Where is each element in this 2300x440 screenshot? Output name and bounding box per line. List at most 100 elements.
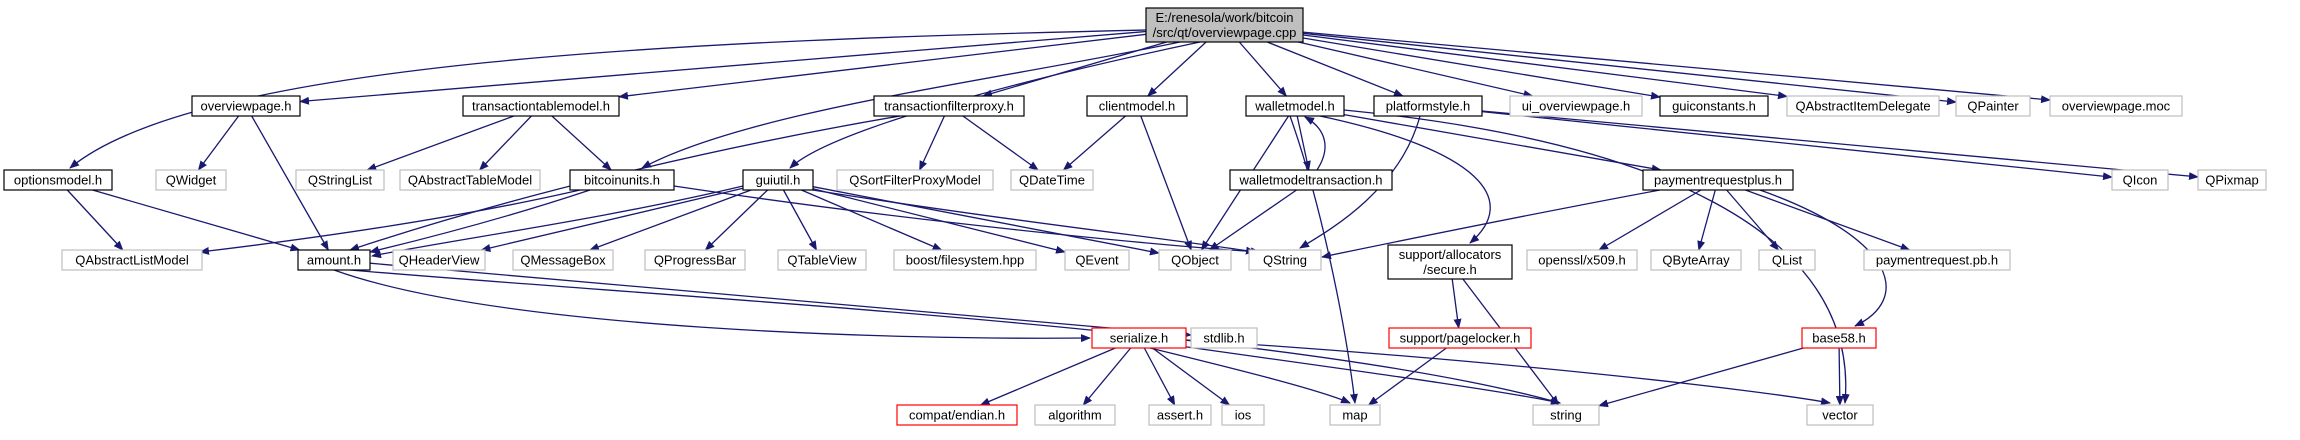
node-label: openssl/x509.h <box>1538 253 1625 268</box>
node-box <box>1329 404 1381 426</box>
edge-line <box>801 189 943 251</box>
node-serialize_h[interactable]: serialize.h <box>1091 327 1187 349</box>
edge-serialize_h-to-ios <box>1152 347 1231 406</box>
edge-transactionfilterproxy_h-to-QSortFilterProxyModel <box>919 115 945 171</box>
node-label: overviewpage.h <box>200 99 291 114</box>
node-QSortFilterProxyModel: QSortFilterProxyModel <box>836 169 994 191</box>
edge-line <box>782 189 818 251</box>
edge-root-to-QAbstractItemDelegate <box>1302 34 1788 100</box>
node-QObject: QObject <box>1158 249 1232 271</box>
node-overviewpage_h[interactable]: overviewpage.h <box>191 95 301 117</box>
edge-line <box>1319 115 1491 244</box>
node-label: QTableView <box>787 253 857 268</box>
node-optionsmodel_h[interactable]: optionsmodel.h <box>3 169 113 191</box>
edge-amount_h-to-string <box>349 269 1561 405</box>
node-box <box>1034 404 1116 426</box>
edge-guiutil_h-to-QObject <box>812 186 1160 256</box>
node-box <box>1532 404 1600 426</box>
edge-line <box>1726 189 1780 251</box>
node-label: guiconstants.h <box>1672 99 1756 114</box>
node-amount_h[interactable]: amount.h <box>297 249 371 271</box>
edge-paymentrequestplus_h-to-openssl_x509_h <box>1598 189 1702 251</box>
edge-line <box>704 189 769 251</box>
edge-platformstyle_h-to-QIcon <box>1481 110 2113 181</box>
node-QWidget: QWidget <box>155 169 227 191</box>
node-box <box>777 249 867 271</box>
node-label: platformstyle.h <box>1386 99 1471 114</box>
node-label: QPainter <box>1967 99 2019 114</box>
node-box <box>1387 244 1513 280</box>
node-base58_h[interactable]: base58.h <box>1801 327 1877 349</box>
node-walletmodel_h[interactable]: walletmodel.h <box>1245 95 1345 117</box>
edge-line <box>1208 189 1297 251</box>
edge-line <box>1598 189 1702 251</box>
node-box <box>1373 95 1483 117</box>
edge-guiutil_h-to-QEvent <box>812 188 1066 254</box>
edge-serialize_h-to-string <box>1179 345 1561 406</box>
node-transactionfilterproxy_h[interactable]: transactionfilterproxy.h <box>873 95 1025 117</box>
node-transactiontablemodel_h[interactable]: transactiontablemodel.h <box>462 95 620 117</box>
edge-line <box>480 187 744 252</box>
node-box <box>392 249 486 271</box>
node-box <box>1010 169 1094 191</box>
node-guiconstants_h[interactable]: guiconstants.h <box>1659 95 1769 117</box>
edge-serialize_h-to-assert_h <box>1143 347 1176 406</box>
node-box <box>896 404 1018 426</box>
node-QDateTime: QDateTime <box>1010 169 1094 191</box>
edge-line <box>962 115 1039 171</box>
node-label: vector <box>1822 408 1858 423</box>
edge-guiutil_h-to-QProgressBar <box>704 189 769 251</box>
edge-line <box>1367 347 1447 406</box>
node-guiutil_h[interactable]: guiutil.h <box>742 169 814 191</box>
node-box <box>1229 169 1393 191</box>
node-support_allocators_secure_h[interactable]: support/allocators/secure.h <box>1387 244 1513 280</box>
node-box <box>1509 95 1643 117</box>
node-label: transactiontablemodel.h <box>472 99 610 114</box>
edge-line <box>1140 115 1192 251</box>
node-bitcoinunits_h[interactable]: bitcoinunits.h <box>569 169 675 191</box>
edge-line <box>197 115 240 171</box>
edge-walletmodel_h-to-map <box>1289 115 1358 404</box>
edge-root-to-QPainter <box>1302 32 1957 106</box>
node-paymentrequestplus_h[interactable]: paymentrequestplus.h <box>1642 169 1794 191</box>
edge-line <box>1451 278 1462 329</box>
edge-line <box>919 115 945 171</box>
node-box <box>462 95 620 117</box>
edge-walletmodel_h-to-paymentrequestplus_h <box>1343 113 1662 173</box>
edge-line <box>812 188 1066 254</box>
edge-line <box>92 189 301 252</box>
edge-line <box>1289 115 1358 404</box>
node-box <box>297 249 371 271</box>
edge-line <box>1302 32 1957 106</box>
node-box <box>61 249 203 271</box>
node-QHeaderView: QHeaderView <box>392 249 486 271</box>
node-compat_endian_h[interactable]: compat/endian.h <box>896 404 1018 426</box>
node-box <box>1758 249 1816 271</box>
edge-line <box>1343 113 1662 173</box>
edge-transactiontablemodel_h-to-bitcoinunits_h <box>551 115 612 171</box>
node-paymentrequest_pb_h: paymentrequest.pb.h <box>1863 249 2011 271</box>
edge-line <box>812 186 1160 256</box>
node-platformstyle_h[interactable]: platformstyle.h <box>1373 95 1483 117</box>
node-label: QMessageBox <box>520 253 606 268</box>
node-label: QAbstractListModel <box>75 253 189 268</box>
edge-line <box>1238 41 1287 97</box>
edge-guiutil_h-to-boost_filesystem_hpp <box>801 189 943 251</box>
node-label: optionsmodel.h <box>14 173 102 188</box>
edge-root-to-walletmodel_h <box>1238 41 1287 97</box>
edge-serialize_h-to-vector <box>1185 339 1831 406</box>
node-box <box>1245 95 1345 117</box>
node-walletmodeltransaction_h[interactable]: walletmodeltransaction.h <box>1229 169 1393 191</box>
edge-walletmodel_h-to-support_allocators_secure_h <box>1319 115 1491 244</box>
node-root[interactable]: E:/renesola/work/bitcoin/src/qt/overview… <box>1145 7 1304 43</box>
edge-line <box>251 115 329 251</box>
edge-line <box>1302 31 2051 104</box>
edge-base58_h-to-string <box>1598 347 1804 408</box>
node-clientmodel_h[interactable]: clientmodel.h <box>1086 95 1188 117</box>
edge-line <box>1149 347 1351 404</box>
edge-guiutil_h-to-QHeaderView <box>480 187 744 252</box>
edge-walletmodel_h-to-walletmodeltransaction_h <box>1296 115 1311 171</box>
node-support_pagelocker_h[interactable]: support/pagelocker.h <box>1388 327 1532 349</box>
edge-root-to-overviewpage_h <box>299 30 1147 105</box>
edge-root-to-optionsmodel_h <box>69 29 1147 169</box>
